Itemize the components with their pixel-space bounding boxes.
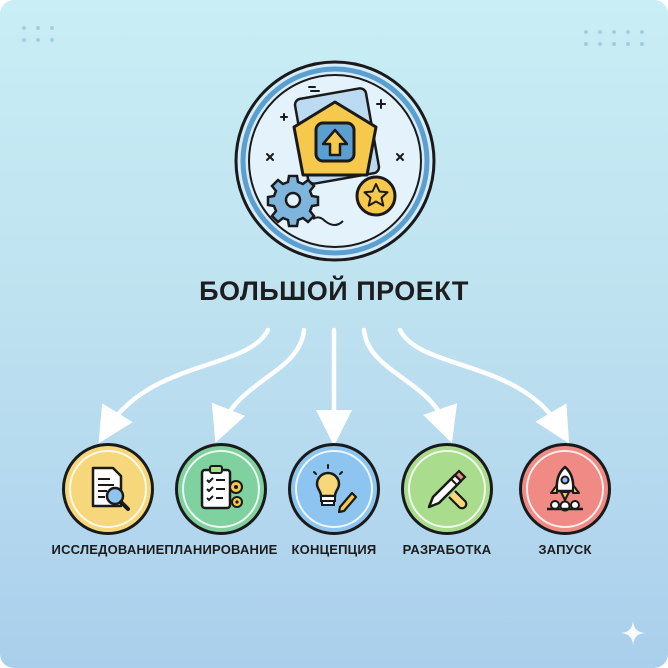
- stage-concept-circle: [288, 443, 380, 535]
- pencil-wrench-icon: [427, 469, 468, 510]
- stage-launch-label: ЗАПУСК: [538, 542, 592, 557]
- lightbulb-pencil-icon: [313, 464, 358, 514]
- stage-concept-label: КОНЦЕПЦИЯ: [291, 542, 377, 557]
- document-magnifier-icon: [91, 466, 130, 511]
- stage-research-label: ИССЛЕДОВАНИЕ: [51, 542, 165, 557]
- arrow-to-research: [98, 327, 271, 444]
- sparkle-icon: [621, 621, 645, 645]
- stage-development-label: РАЗРАБОТКА: [402, 542, 492, 557]
- checklist-gears-icon: [200, 465, 243, 510]
- arrow-to-development: [361, 327, 458, 443]
- stage-development-circle: [401, 443, 493, 535]
- project-title: БОЛЬШОЙ ПРОЕКТ: [199, 276, 469, 306]
- stage-planning-label: ПЛАНИРОВАНИЕ: [164, 542, 278, 557]
- arrow-to-launch: [397, 327, 570, 444]
- decorative-dots-left: [22, 26, 56, 42]
- stage-launch-circle: [519, 443, 611, 535]
- stage-planning-circle: [175, 443, 267, 535]
- arrow-to-planning: [211, 327, 307, 443]
- project-emblem-icon: [234, 60, 436, 262]
- decorative-dots-right: [584, 30, 646, 46]
- stage-research-circle: [62, 443, 154, 535]
- rocket-icon: [547, 465, 583, 512]
